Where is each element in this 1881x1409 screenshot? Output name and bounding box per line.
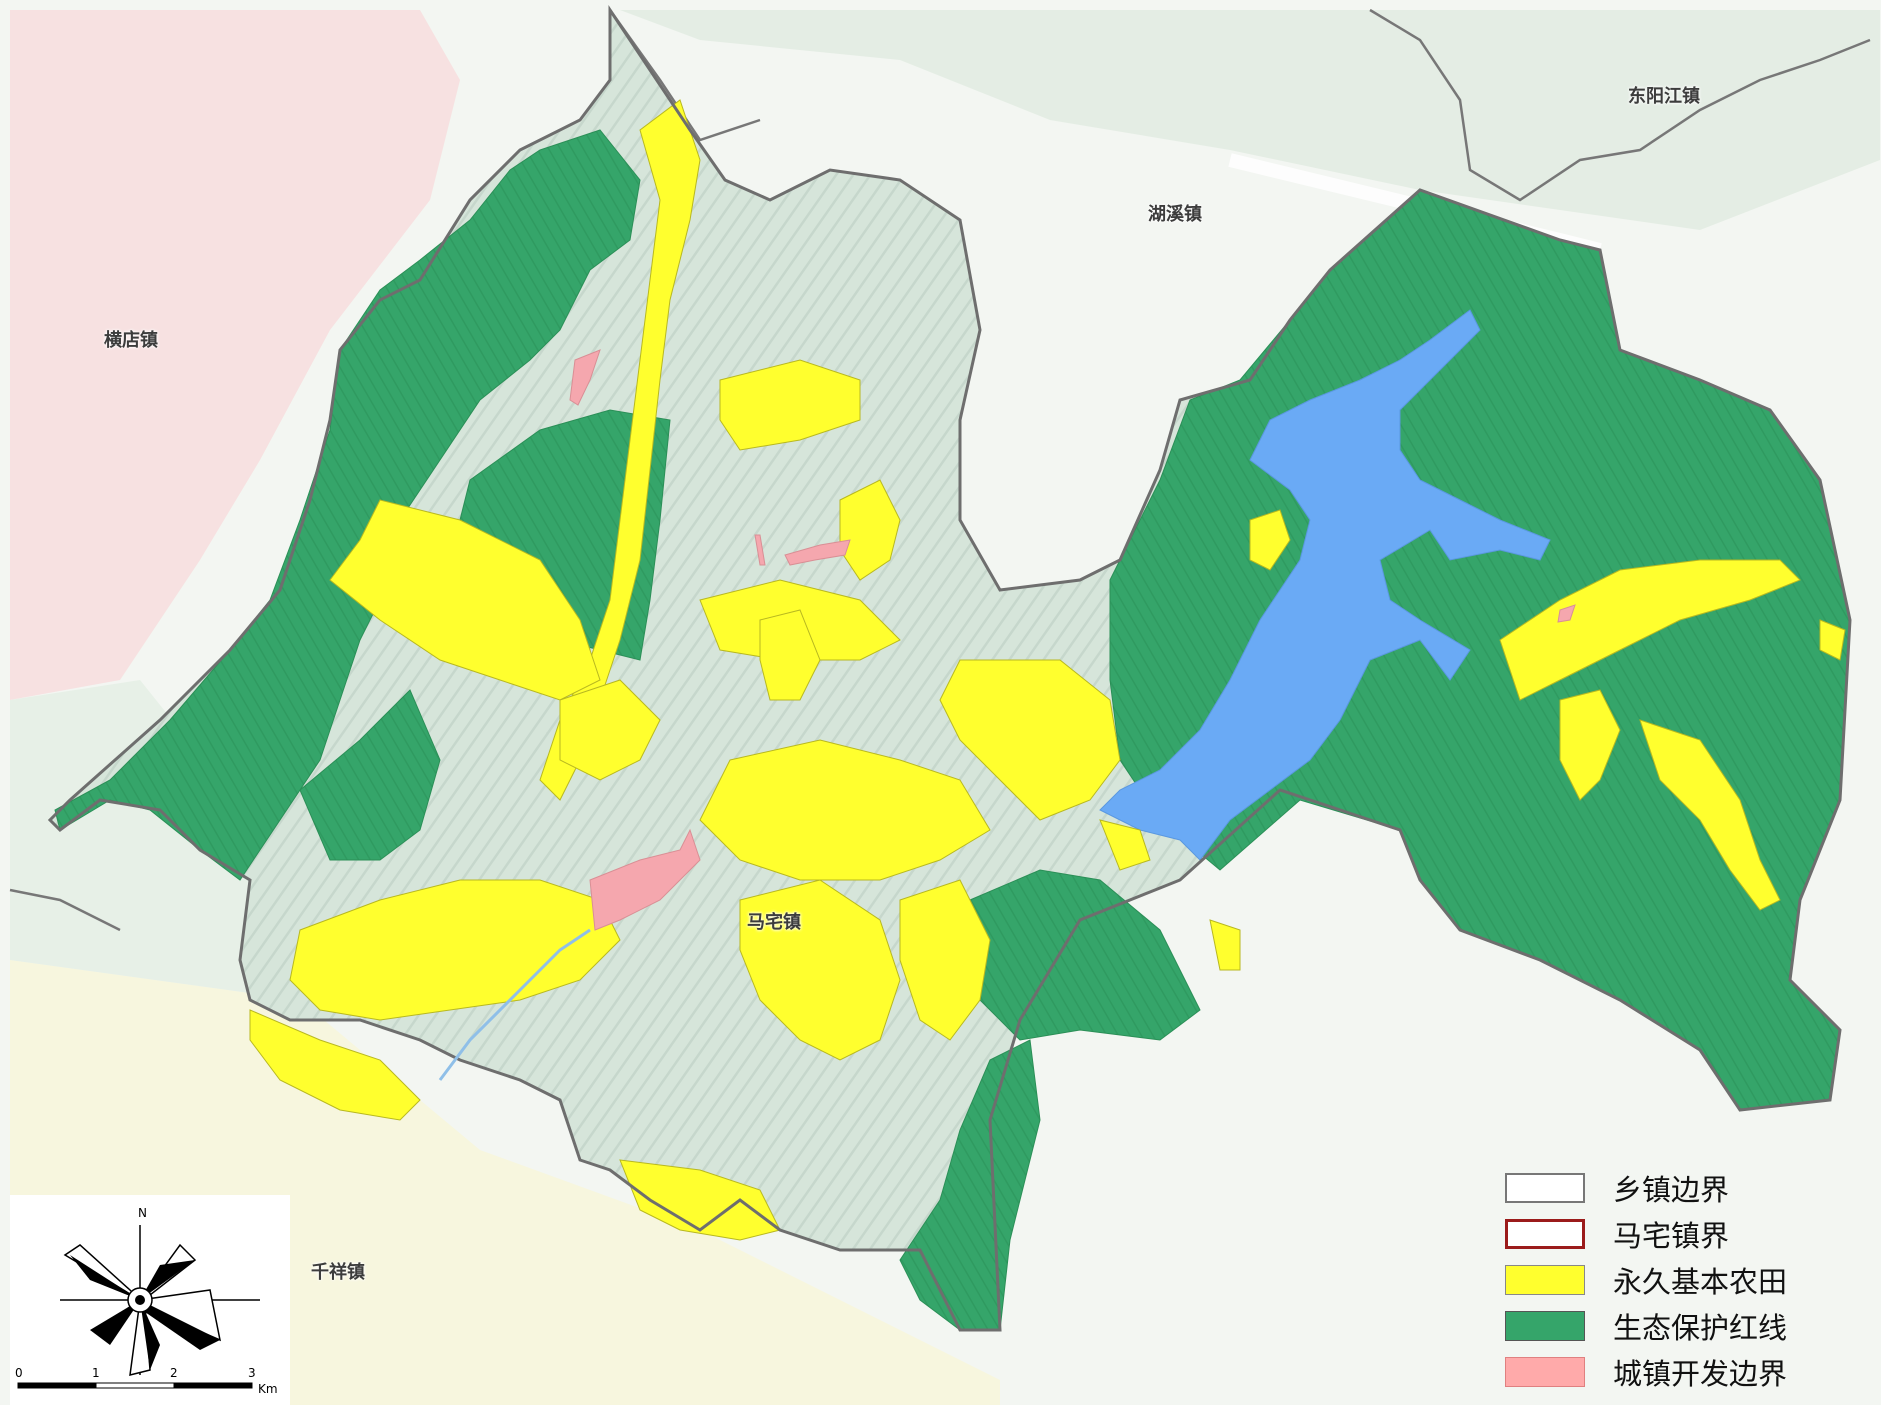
scale-bar: 0 1 2 3 Km bbox=[15, 1366, 278, 1396]
map-legend: 乡镇边界 马宅镇界 永久基本农田 生态保护红线 城镇开发边界 bbox=[1505, 1165, 1865, 1395]
scale-tick-1: 1 bbox=[92, 1366, 100, 1380]
urban-development-areas bbox=[569, 349, 1576, 931]
legend-label: 城镇开发边界 bbox=[1613, 1357, 1788, 1391]
place-label-huxi: 湖溪镇 bbox=[1148, 204, 1202, 225]
legend-item-ecological-red-line: 生态保护红线 bbox=[1505, 1303, 1865, 1349]
reservoir bbox=[1099, 309, 1551, 861]
legend-label: 生态保护红线 bbox=[1613, 1311, 1788, 1345]
scale-tick-0: 0 bbox=[15, 1366, 23, 1380]
legend-label: 马宅镇界 bbox=[1613, 1219, 1730, 1253]
legend-item-farmland: 永久基本农田 bbox=[1505, 1257, 1865, 1303]
legend-item-urban-boundary: 城镇开发边界 bbox=[1505, 1349, 1865, 1395]
basemap-north-green bbox=[620, 10, 1880, 230]
north-arrow-icon bbox=[60, 1225, 260, 1376]
farmland-areas bbox=[249, 99, 1846, 1241]
place-label-dongyangjiang: 东阳江镇 bbox=[1628, 86, 1700, 107]
scale-tick-2: 2 bbox=[170, 1366, 178, 1380]
mazhai-town-boundary bbox=[47, 5, 1852, 1332]
basemap-west-green bbox=[10, 680, 300, 1000]
place-label-mazhai: 马宅镇 bbox=[747, 912, 801, 933]
legend-item-mazhai-boundary: 马宅镇界 bbox=[1505, 1211, 1865, 1257]
basemap-hengdian-urban bbox=[10, 10, 460, 700]
scale-unit: Km bbox=[258, 1382, 278, 1396]
place-label-qianxiang: 千祥镇 bbox=[311, 1262, 365, 1283]
legend-label: 乡镇边界 bbox=[1613, 1173, 1730, 1207]
river bbox=[438, 928, 591, 1081]
legend-item-town-boundary: 乡镇边界 bbox=[1505, 1165, 1865, 1211]
legend-swatch-town-boundary bbox=[1505, 1173, 1585, 1203]
legend-swatch-farmland bbox=[1505, 1265, 1585, 1295]
north-arrow-scale-box: N 0 1 2 3 Km bbox=[10, 1195, 290, 1405]
legend-swatch-mazhai-boundary bbox=[1505, 1219, 1585, 1249]
north-arrow-label: N bbox=[138, 1206, 147, 1220]
legend-swatch-urban-boundary bbox=[1505, 1357, 1585, 1387]
place-label-hengdian: 横店镇 bbox=[104, 330, 158, 351]
scale-tick-3: 3 bbox=[248, 1366, 256, 1380]
legend-swatch-ecological-red-line bbox=[1505, 1311, 1585, 1341]
legend-label: 永久基本农田 bbox=[1613, 1265, 1788, 1299]
